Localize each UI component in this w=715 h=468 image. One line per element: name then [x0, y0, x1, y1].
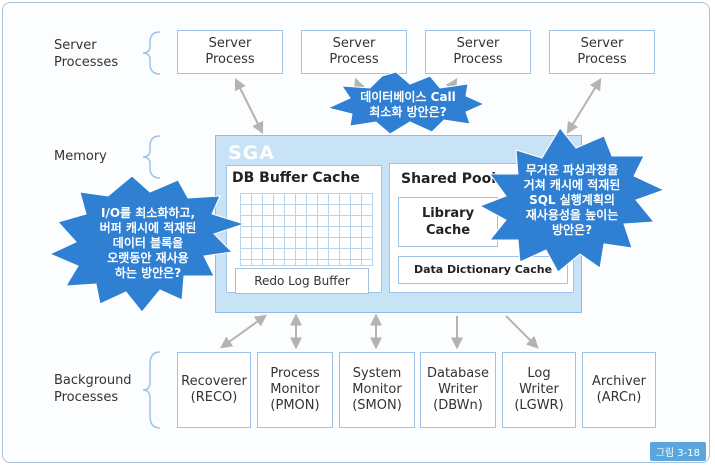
arrow — [220, 314, 267, 349]
arrow — [234, 77, 264, 135]
db-buffer-cache-title: DB Buffer Cache — [232, 170, 360, 186]
callout-burst — [478, 127, 666, 273]
callout-burst — [326, 71, 486, 135]
memory-label: Memory — [54, 149, 107, 164]
data-dictionary-cache-box: Data Dictionary Cache — [398, 256, 568, 284]
background-process-box: Archiver(ARCn) — [582, 352, 656, 428]
memory-brace — [142, 135, 161, 179]
figure-label: 그림 3-18 — [649, 442, 706, 461]
callout-burst — [48, 175, 246, 313]
arrow — [566, 77, 602, 135]
sga-title: SGA — [228, 142, 275, 164]
server-brace — [142, 31, 161, 75]
shared-pool-title: Shared Pool — [401, 171, 497, 187]
background-brace — [142, 351, 161, 429]
redo-log-buffer-box: Redo Log Buffer — [235, 268, 369, 294]
arrow — [505, 315, 539, 349]
buffer-block-grid — [240, 193, 373, 266]
background-process-box: Recoverer(RECO) — [177, 352, 251, 428]
